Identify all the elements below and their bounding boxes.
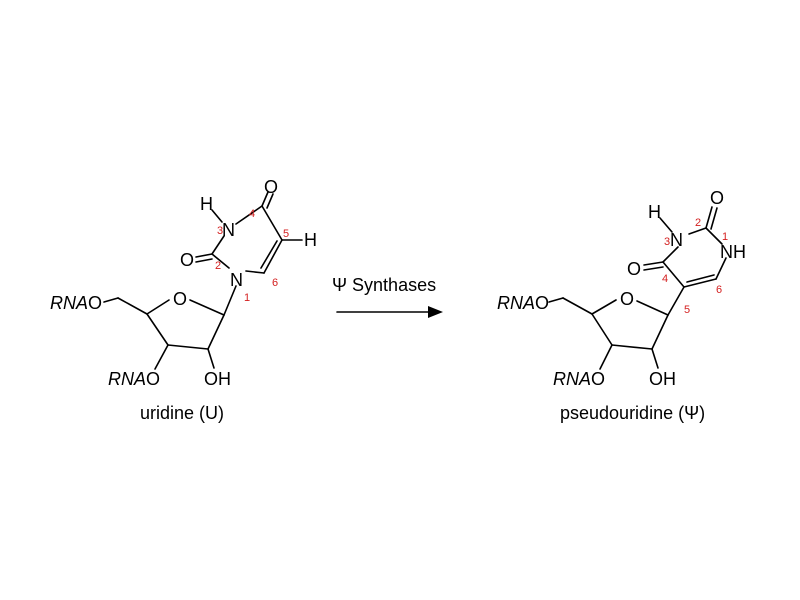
uridine-pos-6: 6: [272, 277, 278, 289]
pseudouridine-2prime-oh: OH: [649, 369, 676, 389]
enzyme-label: Ψ Synthases: [332, 275, 436, 295]
uridine-2prime-oh: OH: [204, 369, 231, 389]
uridine-pos-2: 2: [215, 260, 221, 272]
uridine-molecule: H N N O O H O 3 2 4 5 6 1 RNAO RNAO OH u…: [50, 177, 317, 423]
uridine-pos-5: 5: [283, 228, 289, 240]
uridine-ring-o-label: O: [173, 289, 187, 309]
uridine-ribose-bonds: [103, 285, 237, 370]
uridine-o4-label: O: [264, 177, 278, 197]
uridine-h3-label: H: [200, 194, 213, 214]
pseudouridine-ribose-bonds: [548, 286, 685, 370]
pseudouridine-molecule: H N NH O O O 2 1 3 4 5 6 RNAO RNAO OH ps…: [497, 188, 746, 423]
reaction-arrow-head: [428, 306, 443, 318]
pseudouridine-pos-4: 4: [662, 273, 668, 285]
uridine-o2-label: O: [180, 250, 194, 270]
pseudouridine-pos-1: 1: [722, 231, 728, 243]
uridine-uracil-bonds: [195, 191, 303, 274]
uridine-5prime-rnao: RNAO: [50, 293, 102, 313]
pseudouridine-caption: pseudouridine (Ψ): [560, 403, 705, 423]
uridine-n1-label: N: [230, 270, 243, 290]
uridine-3prime-rnao: RNAO: [108, 369, 160, 389]
pseudouridine-n1h-label: NH: [720, 242, 746, 262]
pseudouridine-h3-label: H: [648, 202, 661, 222]
pseudouridine-3prime-rnao: RNAO: [553, 369, 605, 389]
pseudouridine-pos-6: 6: [716, 284, 722, 296]
uridine-pos-3: 3: [217, 225, 223, 237]
uridine-caption: uridine (U): [140, 403, 224, 423]
uridine-n3-label: N: [222, 220, 235, 240]
pseudouridine-pos-2: 2: [695, 217, 701, 229]
uridine-pos-1: 1: [244, 292, 250, 304]
pseudouridine-n3-label: N: [670, 230, 683, 250]
pseudouridine-5prime-rnao: RNAO: [497, 293, 549, 313]
pseudouridine-ring-o-label: O: [620, 289, 634, 309]
pseudouridine-uracil-bonds: [643, 206, 727, 288]
reaction-arrow-group: Ψ Synthases: [332, 275, 443, 318]
uridine-h5-label: H: [304, 230, 317, 250]
pseudouridine-pos-5: 5: [684, 304, 690, 316]
pseudouridine-pos-3: 3: [664, 236, 670, 248]
pseudouridine-o2-label: O: [710, 188, 724, 208]
pseudouridine-o4-label: O: [627, 259, 641, 279]
uridine-pos-4: 4: [249, 208, 255, 220]
